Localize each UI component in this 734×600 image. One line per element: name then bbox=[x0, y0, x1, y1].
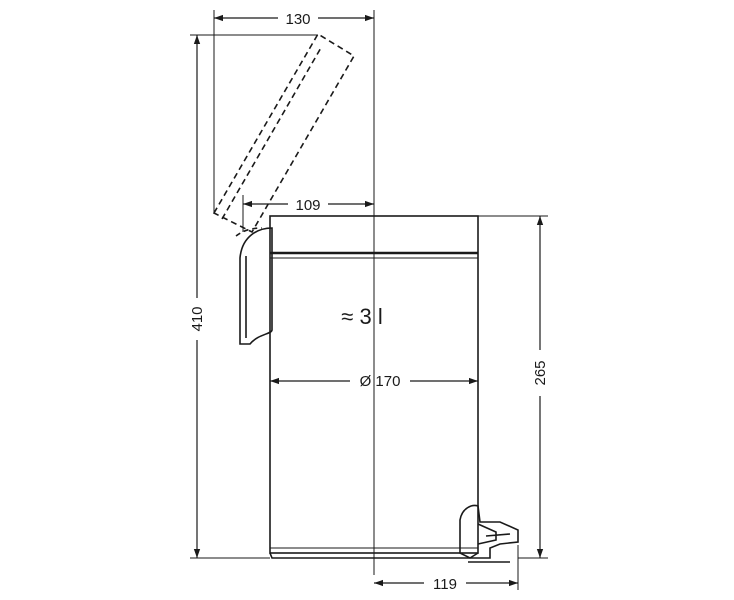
dimension-label-109: 109 bbox=[295, 197, 320, 214]
dimension-label-119: 119 bbox=[433, 576, 457, 593]
dimension-label-130: 130 bbox=[285, 11, 310, 28]
pedal-outline bbox=[459, 504, 519, 559]
dimension-label-410: 410 bbox=[189, 306, 206, 331]
dimension-label-265: 265 bbox=[532, 360, 549, 385]
hinge-dashed-arc bbox=[235, 227, 263, 237]
dimension-label-diameter: Ø 170 bbox=[360, 373, 401, 390]
open-lid-outline bbox=[212, 32, 356, 234]
pedal-detail bbox=[477, 523, 511, 545]
hinge-outline bbox=[239, 227, 273, 345]
open-lid-inner-edge bbox=[221, 45, 323, 220]
capacity-label: ≈ 3 l bbox=[341, 304, 382, 329]
base-foot bbox=[269, 552, 479, 559]
